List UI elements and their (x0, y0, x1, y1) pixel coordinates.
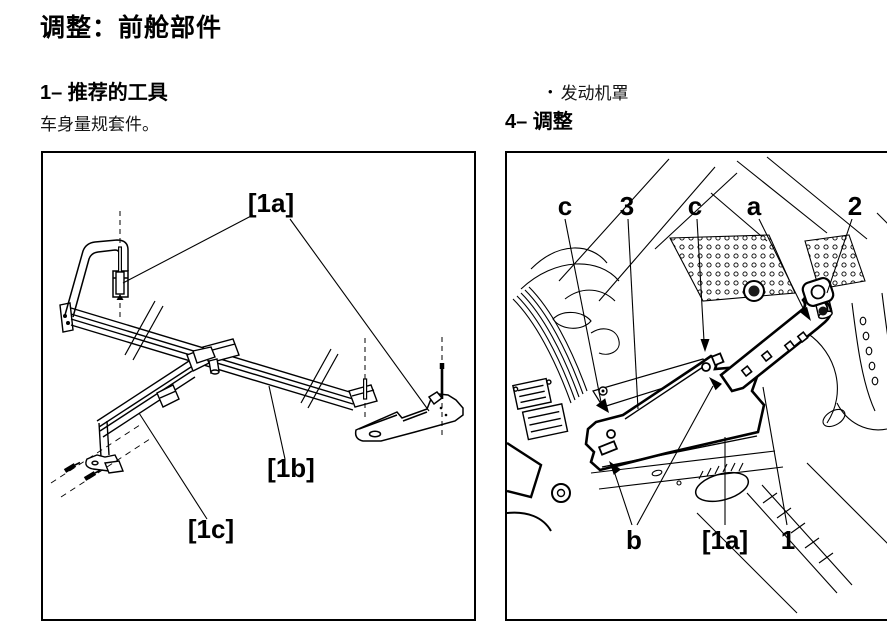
pointer-arrows (596, 306, 811, 475)
label-a: a (747, 191, 762, 221)
body-gauge-kit-diagram: [1a] [1b] [1c] (50, 188, 464, 544)
tools-section-heading: 1– 推荐的工具 (40, 82, 168, 104)
leader-lines (122, 214, 430, 520)
label-c-right: c (688, 191, 702, 221)
label-3: 3 (620, 191, 634, 221)
label-1b: [1b] (267, 453, 315, 483)
figure-adjustment: c 3 c a 2 b [1a] 1 (505, 151, 887, 621)
left-pin (115, 211, 125, 318)
adjust-section-heading: 4– 调整 (505, 111, 573, 133)
right-foot-plate (354, 337, 464, 442)
mesh-panels (669, 234, 866, 302)
break-marks (124, 300, 339, 409)
page-title: 调整：前舱部件 (40, 14, 223, 42)
engine-bay-background (506, 156, 887, 614)
loose-screws (50, 422, 154, 498)
leader-lines (564, 218, 853, 526)
label-1: 1 (781, 525, 795, 555)
figure-recommended-tools: [1a] [1b] [1c] (41, 151, 476, 621)
gauge-tool-outline (584, 289, 833, 472)
engine-bay-adjustment-diagram: c 3 c a 2 b [1a] 1 (506, 156, 887, 614)
stud-2 (818, 306, 828, 316)
label-c-left: c (558, 191, 572, 221)
adjust-bullet-item: 发动机罩 (560, 84, 629, 103)
label-1c: [1c] (188, 514, 234, 544)
label-2: 2 (848, 191, 862, 221)
label-1a: [1a] (248, 188, 294, 218)
adjust-bullet-row: • 发动机罩 (548, 79, 629, 104)
bar-end-bracket (348, 338, 378, 421)
bullet-icon: • (548, 84, 553, 99)
tools-section-body: 车身量规套件。 (40, 115, 159, 134)
label-1a-installed: [1a] (702, 525, 748, 555)
label-b: b (626, 525, 642, 555)
gauge-bar-1c (85, 346, 216, 474)
slider-block (202, 338, 240, 375)
